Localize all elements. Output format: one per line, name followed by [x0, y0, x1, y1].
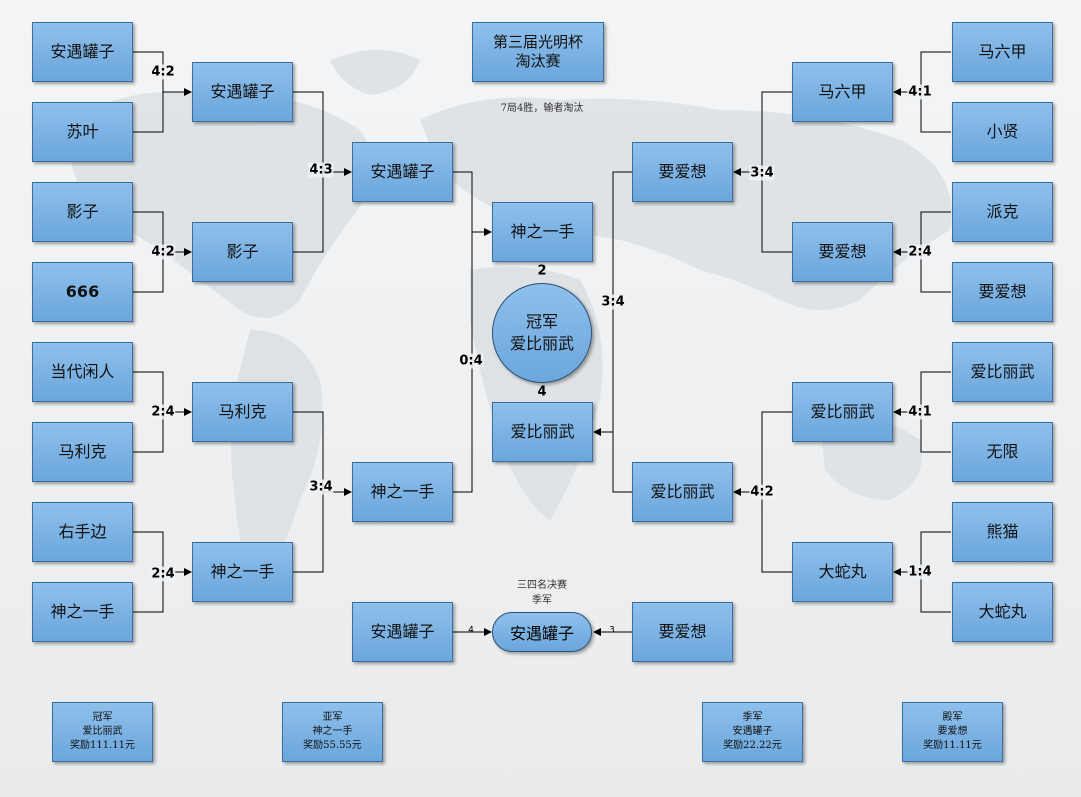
- prize-3-name: 安遇罐子: [732, 726, 773, 737]
- third-place-title: 三四名决赛: [517, 580, 567, 591]
- player-box-left-r1-6[interactable]: 马利克: [32, 422, 133, 482]
- score-final-bottom: 4: [537, 384, 547, 400]
- rules-note: 7局4胜，输者淘汰: [500, 103, 584, 114]
- score-left-r2-2: 3:4: [308, 479, 334, 495]
- champion-name: 爱比丽武: [509, 334, 574, 353]
- player-box-right-r1-1[interactable]: 马六甲: [952, 22, 1053, 82]
- score-right-r1-2: 2:4: [907, 244, 933, 260]
- player-box-right-r1-8[interactable]: 大蛇丸: [952, 582, 1053, 642]
- player-box-right-r1-6[interactable]: 无限: [952, 422, 1053, 482]
- prize-4-reward: 奖励11.11元: [923, 740, 982, 751]
- tournament-title: 第三届光明杯 淘汰赛: [472, 22, 604, 82]
- prize-1-reward: 奖励111.11元: [70, 740, 135, 751]
- player-box-left-r1-5[interactable]: 当代闲人: [32, 342, 133, 402]
- prize-box-3: 季军 安遇罐子 奖励22.22元: [702, 702, 803, 762]
- player-box-right-r1-3[interactable]: 派克: [952, 182, 1053, 242]
- score-left-r2-1: 4:3: [308, 162, 334, 178]
- player-box-left-r1-8[interactable]: 神之一手: [32, 582, 133, 642]
- player-box-right-r2-4[interactable]: 大蛇丸: [792, 542, 893, 602]
- player-box-left-r2-3[interactable]: 马利克: [192, 382, 293, 442]
- score-third-right: 3: [609, 625, 615, 636]
- player-box-left-semi-1[interactable]: 安遇罐子: [352, 142, 453, 202]
- player-box-left-r1-1[interactable]: 安遇罐子: [32, 22, 133, 82]
- player-box-left-r1-2[interactable]: 苏叶: [32, 102, 133, 162]
- player-box-right-r2-1[interactable]: 马六甲: [792, 62, 893, 122]
- prize-2-reward: 奖励55.55元: [303, 740, 362, 751]
- score-left-r1-1: 4:2: [150, 64, 176, 80]
- score-right-r1-4: 1:4: [907, 564, 933, 580]
- score-left-r1-2: 4:2: [150, 244, 176, 260]
- third-place-winner: 安遇罐子: [492, 612, 592, 652]
- prize-box-2: 亚军 神之一手 奖励55.55元: [282, 702, 383, 762]
- prize-2-name: 神之一手: [312, 726, 353, 737]
- player-box-left-r1-7[interactable]: 右手边: [32, 502, 133, 562]
- prize-box-1: 冠军 爱比丽武 奖励111.11元: [52, 702, 153, 762]
- player-box-right-semi-2[interactable]: 爱比丽武: [632, 462, 733, 522]
- champion-label: 冠军: [525, 312, 558, 332]
- player-box-left-r1-4[interactable]: 666: [32, 262, 133, 322]
- prize-box-4: 殿军 要爱想 奖励11.11元: [902, 702, 1003, 762]
- third-place-subtitle: 季军: [532, 595, 552, 606]
- third-place-header: 三四名决赛 季军: [482, 578, 602, 608]
- player-box-right-r1-7[interactable]: 熊猫: [952, 502, 1053, 562]
- prize-2-rank: 亚军: [322, 712, 343, 723]
- third-place-left[interactable]: 安遇罐子: [352, 602, 453, 662]
- player-box-right-r2-3[interactable]: 爱比丽武: [792, 382, 893, 442]
- player-box-left-r1-3[interactable]: 影子: [32, 182, 133, 242]
- champion-circle: 冠军 爱比丽武: [492, 283, 592, 383]
- score-right-semi: 3:4: [600, 294, 626, 310]
- score-right-r2-2: 4:2: [749, 484, 775, 500]
- final-player-bottom[interactable]: 爱比丽武: [492, 402, 593, 462]
- score-third-left: 4: [468, 625, 474, 636]
- score-right-r1-1: 4:1: [907, 84, 933, 100]
- player-box-left-r2-1[interactable]: 安遇罐子: [192, 62, 293, 122]
- score-final-top: 2: [537, 263, 547, 279]
- player-box-right-r2-2[interactable]: 要爱想: [792, 222, 893, 282]
- prize-4-rank: 殿军: [942, 712, 963, 723]
- player-box-right-r1-2[interactable]: 小贤: [952, 102, 1053, 162]
- prize-1-name: 爱比丽武: [82, 726, 123, 737]
- score-right-r1-3: 4:1: [907, 404, 933, 420]
- player-box-left-r2-2[interactable]: 影子: [192, 222, 293, 282]
- prize-4-name: 要爱想: [937, 726, 968, 737]
- score-left-semi: 0:4: [458, 353, 484, 369]
- title-line-1: 第三届光明杯: [492, 33, 583, 52]
- third-place-right[interactable]: 要爱想: [632, 602, 733, 662]
- prize-1-rank: 冠军: [92, 712, 113, 723]
- score-right-r2-1: 3:4: [749, 165, 775, 181]
- player-box-right-semi-1[interactable]: 要爱想: [632, 142, 733, 202]
- score-left-r1-4: 2:4: [150, 566, 176, 582]
- prize-3-rank: 季军: [742, 712, 763, 723]
- player-box-left-r2-4[interactable]: 神之一手: [192, 542, 293, 602]
- player-box-left-semi-2[interactable]: 神之一手: [352, 462, 453, 522]
- player-box-right-r1-5[interactable]: 爱比丽武: [952, 342, 1053, 402]
- player-box-right-r1-4[interactable]: 要爱想: [952, 262, 1053, 322]
- score-left-r1-3: 2:4: [150, 404, 176, 420]
- title-line-2: 淘汰赛: [515, 52, 561, 70]
- prize-3-reward: 奖励22.22元: [723, 740, 782, 751]
- final-player-top[interactable]: 神之一手: [492, 202, 593, 262]
